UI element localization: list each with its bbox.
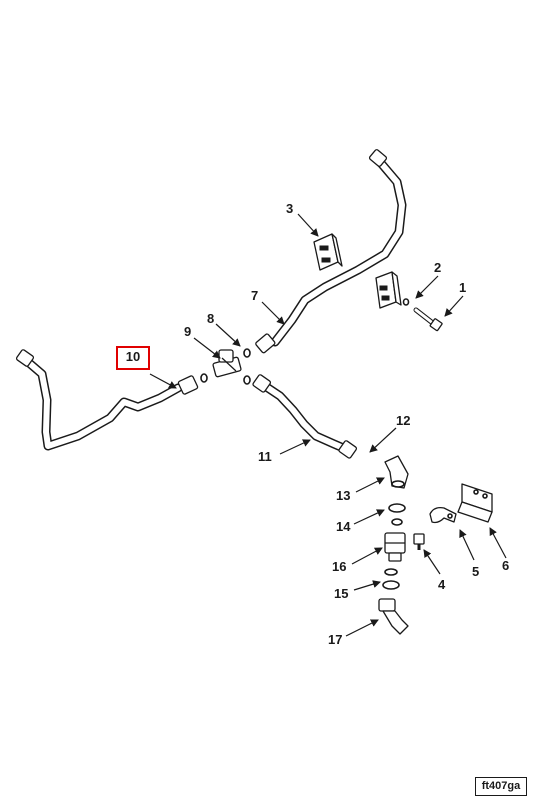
p-clamp-5 <box>429 506 457 524</box>
tube-7 <box>255 149 407 354</box>
elbow-fitting-17 <box>378 598 409 635</box>
elbow-fitting-13 <box>384 455 409 489</box>
callout-6: 6 <box>502 558 509 573</box>
callout-7: 7 <box>251 288 258 303</box>
callout-12: 12 <box>396 413 410 428</box>
bolt-4 <box>413 533 425 550</box>
callout-11: 11 <box>258 449 272 464</box>
callout-1: 1 <box>459 280 466 295</box>
o-ring-15 <box>382 568 400 590</box>
bracket-6 <box>457 483 493 523</box>
callout-13: 13 <box>336 488 350 503</box>
callout-5: 5 <box>472 564 479 579</box>
callout-10: 10 <box>125 349 141 364</box>
callout-16: 16 <box>332 559 346 574</box>
callout-9: 9 <box>184 324 191 339</box>
callout-15: 15 <box>334 586 348 601</box>
o-rings-8 <box>200 348 251 385</box>
o-ring-14 <box>388 503 406 526</box>
clamp-block-3 <box>313 233 343 271</box>
callout-8: 8 <box>207 311 214 326</box>
adapter-16 <box>384 532 406 562</box>
tube-10 <box>15 349 199 451</box>
callout-labels: 1 2 3 4 5 6 7 8 9 11 12 13 14 15 16 17 <box>184 201 509 647</box>
callout-17: 17 <box>328 632 342 647</box>
callout-4: 4 <box>438 577 446 592</box>
callout-14: 14 <box>336 519 351 534</box>
highlight-box <box>116 346 150 370</box>
tube-11 <box>252 374 358 459</box>
clamp-block-2 <box>375 271 410 309</box>
leader-lines <box>149 213 507 637</box>
bolt-1 <box>413 307 443 332</box>
callout-2: 2 <box>434 260 441 275</box>
callout-3: 3 <box>286 201 293 216</box>
figure-id-label: ft407ga <box>475 777 527 796</box>
tee-fitting-9 <box>212 349 242 378</box>
